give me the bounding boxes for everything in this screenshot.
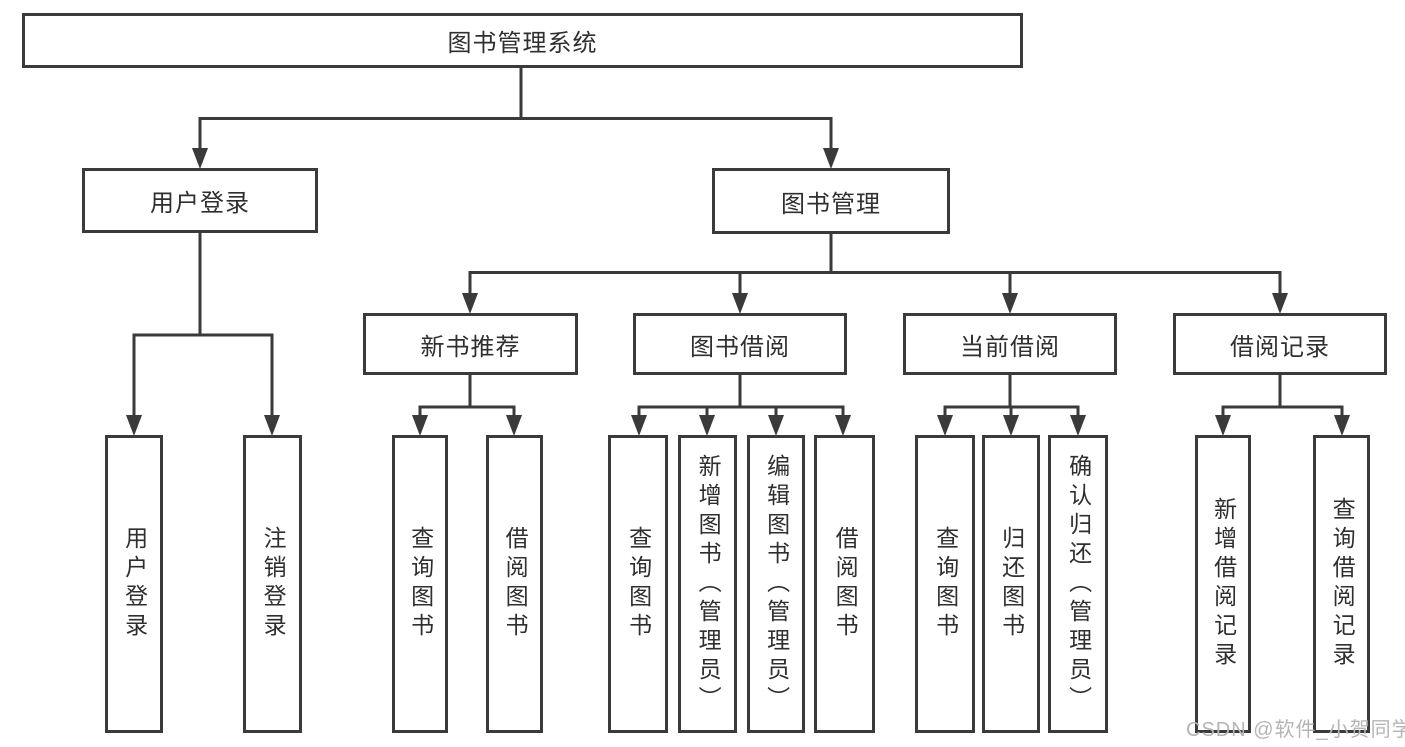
node-book-borrowing: 图书借阅 — [633, 313, 847, 375]
leaf-borrow-books-recommend: 借阅图书 — [486, 435, 543, 733]
node-book-management-branch: 图书管理 — [712, 168, 950, 234]
csdn-watermark: CSDN @软件_小贺同学 — [1186, 719, 1405, 741]
leaf-add-borrow-record: 新增借阅记录 — [1195, 435, 1251, 733]
node-current-borrowing: 当前借阅 — [903, 313, 1117, 375]
leaf-query-borrow-record: 查询借阅记录 — [1313, 435, 1370, 733]
leaf-return-books: 归还图书 — [982, 435, 1040, 733]
leaf-confirm-return-admin: 确认归还（管理员） — [1048, 435, 1108, 733]
leaf-edit-book-admin: 编辑图书（管理员） — [747, 435, 805, 733]
node-borrowing-records: 借阅记录 — [1173, 313, 1387, 375]
leaf-query-books-current: 查询图书 — [915, 435, 975, 733]
leaf-logout: 注销登录 — [243, 435, 302, 733]
leaf-borrow-books-borrowing: 借阅图书 — [814, 435, 875, 733]
node-user-login-branch: 用户登录 — [82, 168, 318, 233]
node-new-book-recommendation: 新书推荐 — [363, 313, 578, 375]
leaf-query-books-borrowing: 查询图书 — [608, 435, 668, 733]
leaf-user-login: 用户登录 — [105, 435, 163, 733]
leaf-query-books-recommend: 查询图书 — [392, 435, 448, 733]
leaf-add-book-admin: 新增图书（管理员） — [678, 435, 737, 733]
node-book-management-system: 图书管理系统 — [22, 13, 1023, 68]
